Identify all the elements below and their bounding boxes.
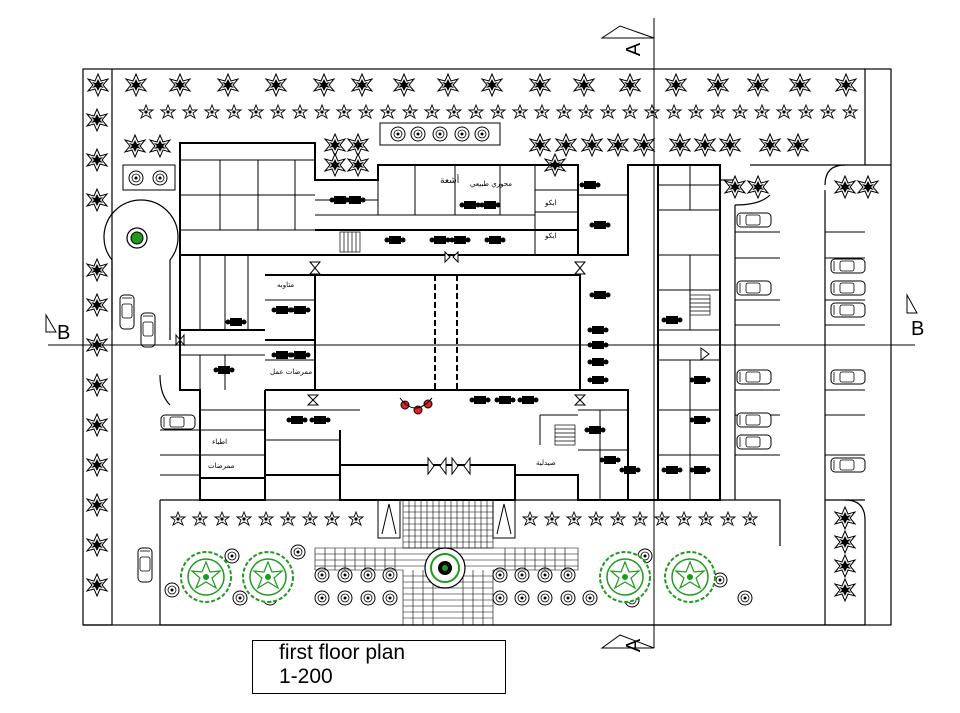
hedge-block-top (122, 122, 501, 191)
section-arrow-icon (45, 25, 918, 649)
drawing-scale: 1-200 (279, 665, 333, 688)
fountain-icon (424, 547, 466, 589)
room-label-nurses-work: ممرضات عمل (270, 368, 313, 376)
ambulance-icon (700, 347, 710, 361)
drawing-title: first floor plan (279, 641, 406, 664)
trees-top-row (87, 73, 857, 97)
interior-partitions (180, 159, 720, 500)
section-marker-b-left: B (57, 322, 71, 344)
trees-left-column (86, 108, 108, 597)
room-label-echo-2: ايكو (545, 232, 557, 240)
title-block: first floor plan 1-200 (252, 640, 506, 694)
doors (175, 250, 587, 476)
section-marker-a-bottom: A (623, 638, 646, 653)
section-marker-a-top: A (623, 42, 646, 57)
room-label-pharmacy: صيدلية (536, 459, 556, 467)
section-marker-b-right: B (911, 318, 925, 340)
reception-desk (399, 397, 433, 415)
drop-off-loop (103, 199, 179, 340)
room-label-doctors: اطباء (212, 438, 228, 446)
section-lines (48, 18, 915, 648)
furniture (213, 181, 711, 474)
stairs (339, 231, 711, 446)
room-label-nurses: ممرضات (208, 462, 235, 470)
room-label-echo-1: ايكو (545, 199, 557, 207)
building-walls (179, 142, 721, 501)
room-label-rest: متاوبه (277, 281, 295, 289)
shrubs-second-row (138, 104, 858, 119)
room-label-radiology: أشعة (440, 176, 460, 186)
room-label-physio: محوري طبيعي (470, 180, 512, 188)
